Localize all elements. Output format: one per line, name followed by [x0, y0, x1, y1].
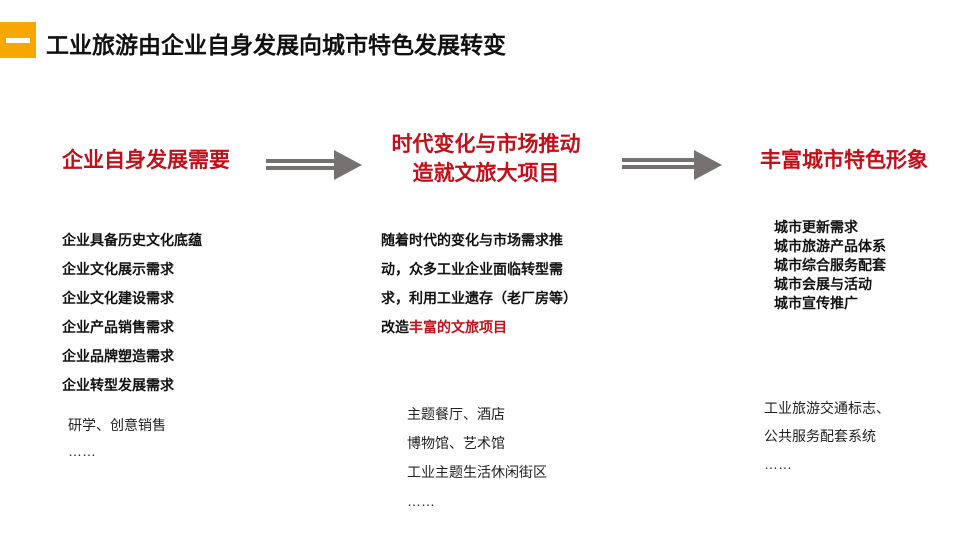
example-item: 研学、创意销售	[68, 417, 166, 433]
paragraph-line: 求，利用工业遗存（老厂房等）	[381, 290, 577, 306]
badge-dash-icon	[6, 38, 30, 43]
heading-line: 造就文旅大项目	[412, 162, 560, 185]
right-arrow-icon	[622, 150, 722, 180]
column-3-examples: 工业旅游交通标志、 公共服务配套系统 ……	[764, 394, 890, 478]
example-item: 主题餐厅、酒店	[407, 406, 505, 422]
list-item: 企业文化建设需求	[62, 290, 174, 306]
paragraph-line: 动，众多工业企业面临转型需	[381, 261, 563, 277]
list-item: 城市宣传推广	[774, 295, 858, 311]
right-arrow-icon	[266, 150, 362, 180]
list-item: 城市旅游产品体系	[774, 238, 886, 254]
list-item: 城市更新需求	[774, 219, 858, 235]
column-2-examples: 主题餐厅、酒店 博物馆、艺术馆 工业主题生活休闲街区 ……	[407, 400, 547, 516]
list-item: 企业文化展示需求	[62, 261, 174, 277]
example-item: 工业主题生活休闲街区	[407, 464, 547, 480]
paragraph-text: 改造	[381, 319, 409, 335]
column-1-heading: 企业自身发展需要	[62, 149, 230, 172]
heading-line: 时代变化与市场推动	[391, 133, 581, 156]
column-2-heading: 时代变化与市场推动 造就文旅大项目	[366, 130, 606, 188]
column-2-paragraph: 随着时代的变化与市场需求推 动，众多工业企业面临转型需 求，利用工业遗存（老厂房…	[381, 226, 577, 342]
list-item: 城市综合服务配套	[774, 257, 886, 273]
list-item: 城市会展与活动	[774, 276, 872, 292]
column-3-list: 城市更新需求 城市旅游产品体系 城市综合服务配套 城市会展与活动 城市宣传推广	[774, 218, 886, 313]
column-1-list: 企业具备历史文化底蕴 企业文化展示需求 企业文化建设需求 企业产品销售需求 企业…	[62, 226, 202, 400]
paragraph-line: 改造丰富的文旅项目	[381, 313, 577, 342]
column-1-examples: 研学、创意销售 ……	[68, 412, 166, 464]
list-item: 企业品牌塑造需求	[62, 348, 174, 364]
highlight-text: 丰富的文旅项目	[409, 319, 507, 335]
column-3-heading: 丰富城市特色形象	[760, 149, 928, 172]
example-item: ……	[764, 456, 792, 472]
example-item: ……	[407, 493, 435, 509]
list-item: 企业具备历史文化底蕴	[62, 232, 202, 248]
paragraph-line: 随着时代的变化与市场需求推	[381, 232, 563, 248]
example-item: 公共服务配套系统	[764, 428, 876, 444]
example-item: ……	[68, 443, 96, 459]
list-item: 企业转型发展需求	[62, 377, 174, 393]
example-item: 博物馆、艺术馆	[407, 435, 505, 451]
example-item: 工业旅游交通标志、	[764, 400, 890, 416]
list-item: 企业产品销售需求	[62, 319, 174, 335]
slide-title: 工业旅游由企业自身发展向城市特色发展转变	[46, 32, 506, 58]
